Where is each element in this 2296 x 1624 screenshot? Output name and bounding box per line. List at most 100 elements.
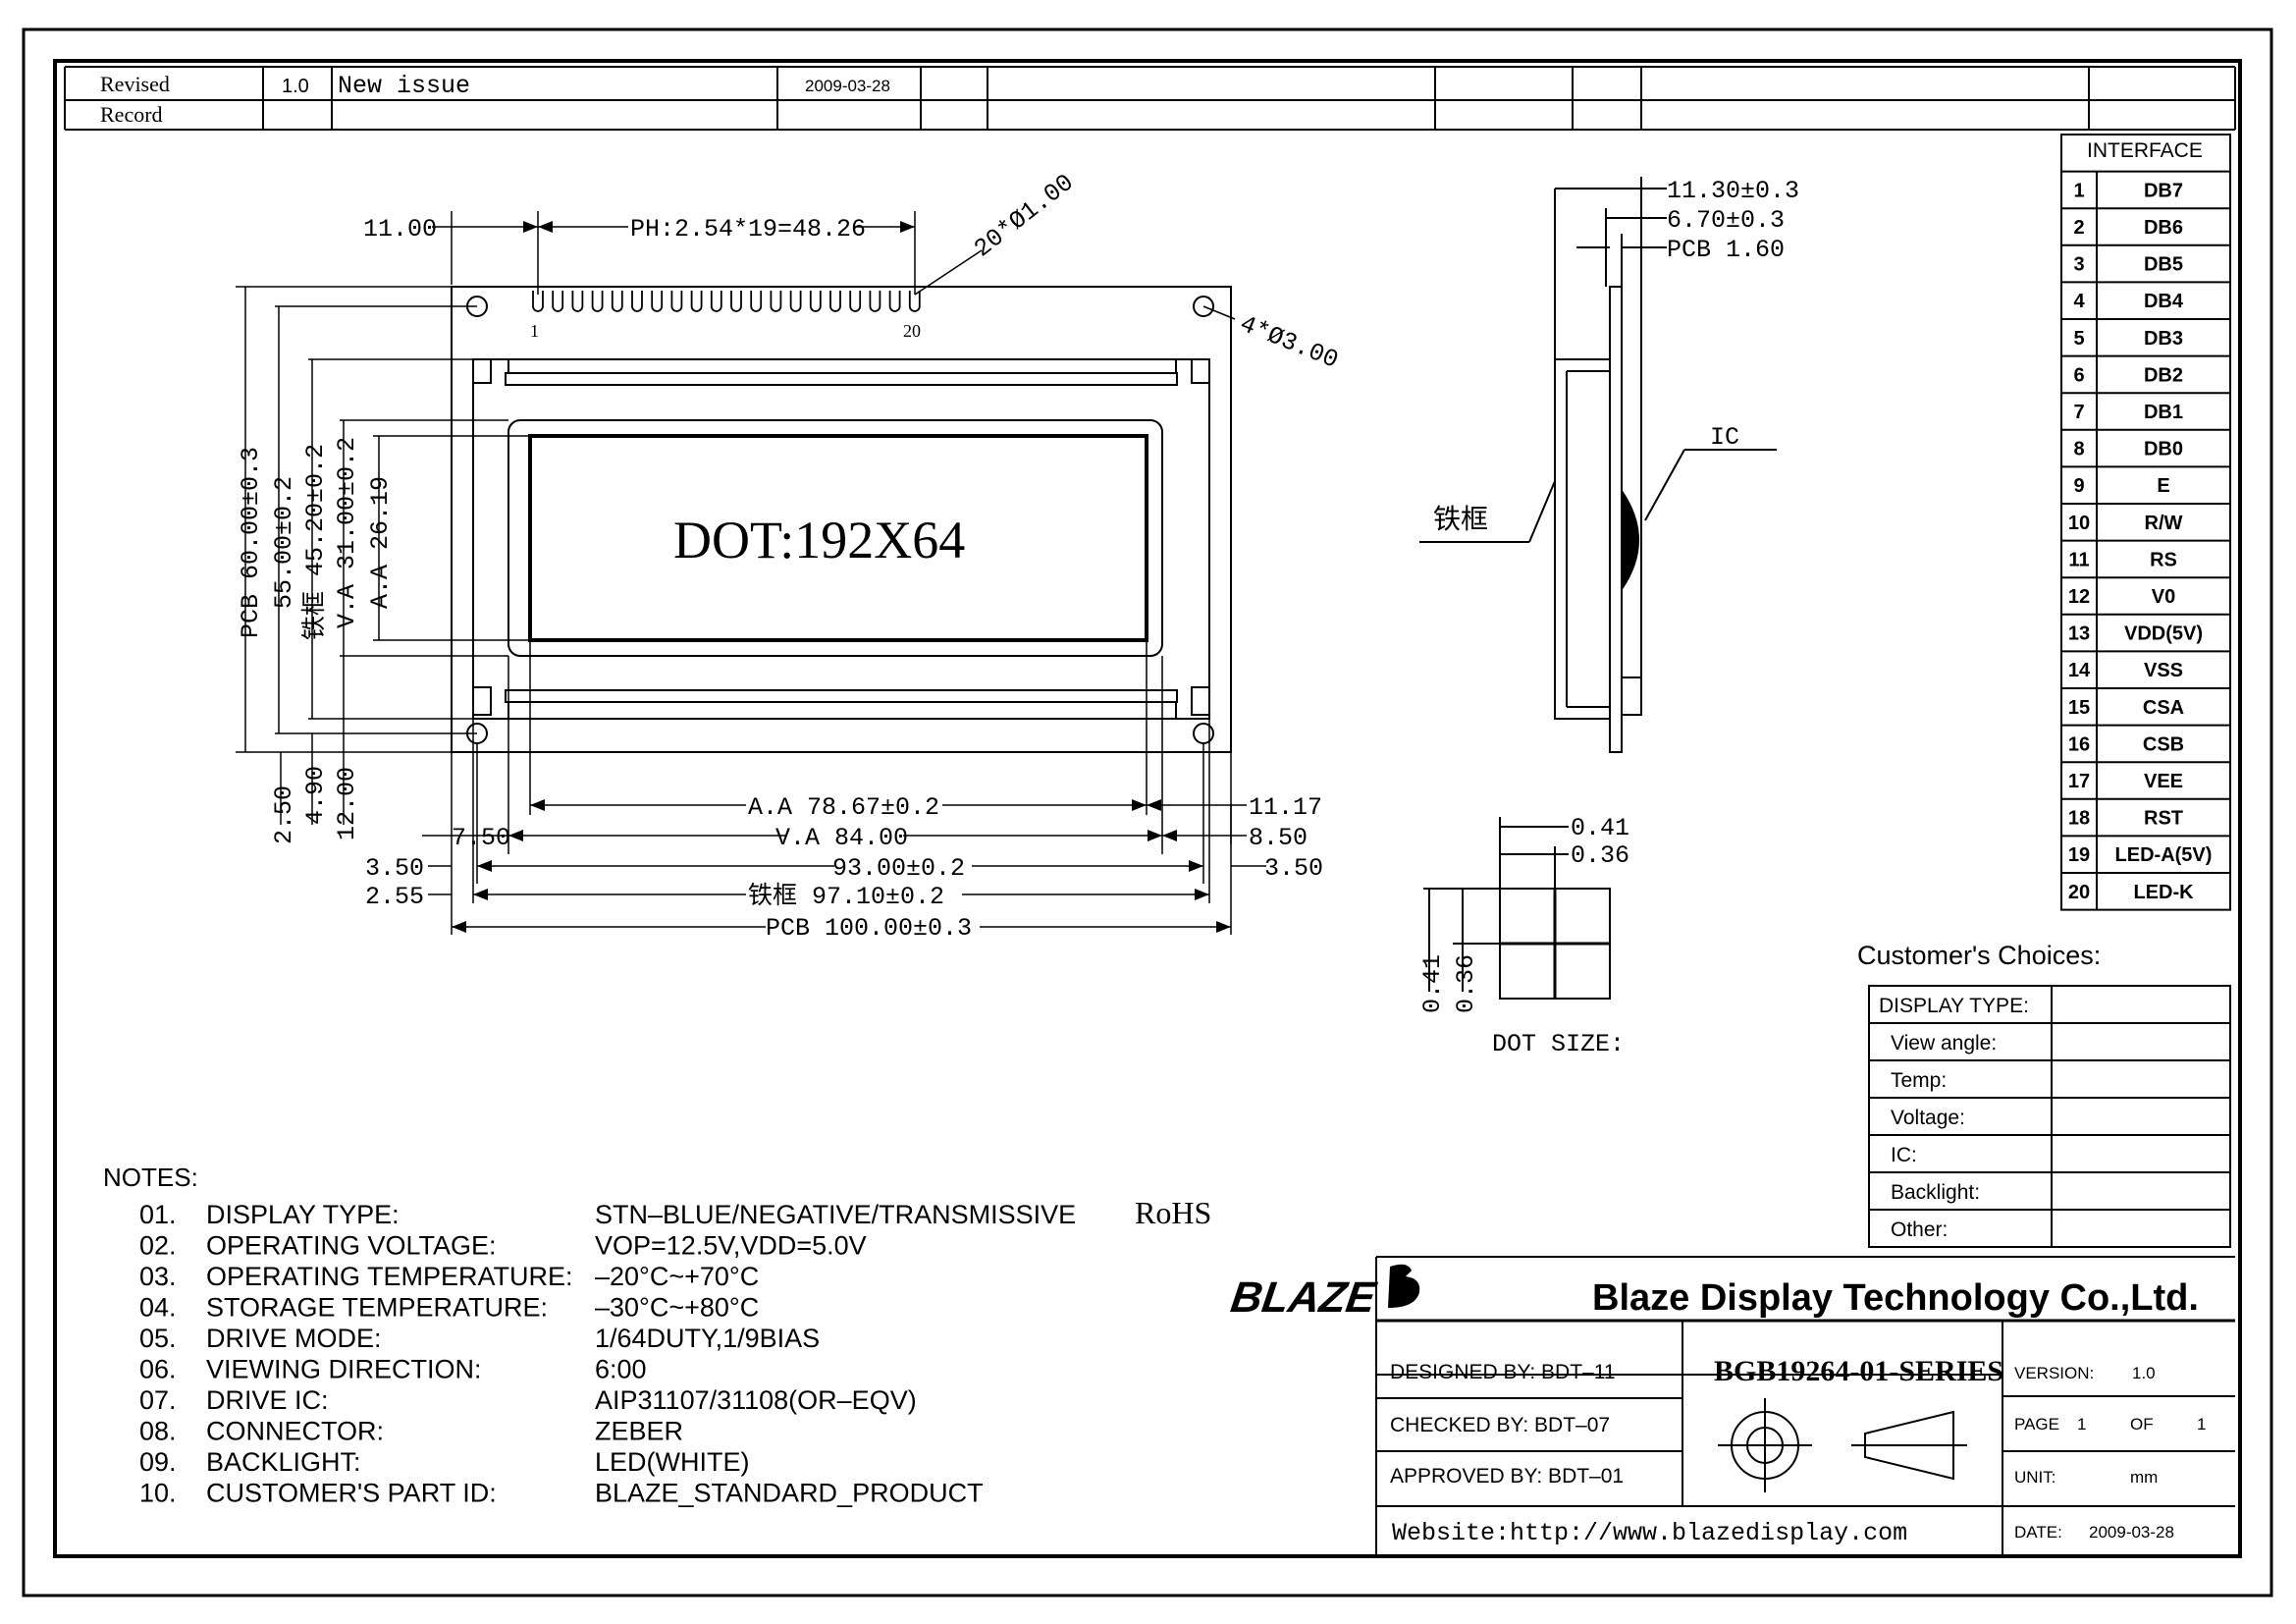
dim-93: 93.00±0.2 (832, 854, 965, 883)
dim-55: 55.00±0.2 (270, 476, 298, 609)
pin-number: 15 (2068, 697, 2090, 719)
pin-number: 5 (2073, 328, 2084, 350)
revision-version: 1.0 (282, 76, 309, 97)
revision-date: 2009-03-28 (805, 77, 890, 95)
front-top-dims (432, 211, 1236, 320)
pin-12 (750, 291, 763, 312)
dim-frame-width: 铁框 97.10±0.2 (748, 882, 944, 911)
logo-text: BLAZE (1228, 1273, 1380, 1322)
revision-description: New issue (338, 72, 470, 100)
note-number: 09. (139, 1447, 177, 1477)
note-label: BACKLIGHT: (206, 1447, 361, 1477)
dim-mount-holes: 4*Ø3.00 (1236, 310, 1342, 375)
dot-dim-h2: 0.36 (1571, 841, 1629, 870)
dim-pcb-height: PCB 60.00±0.3 (237, 447, 265, 638)
pin-3 (571, 291, 584, 312)
notes-list: 01. DISPLAY TYPE: STN–BLUE/NEGATIVE/TRANSM… (139, 1200, 1076, 1508)
rohs-mark: RoHS (1135, 1195, 1211, 1230)
note-value: LED(WHITE) (595, 1447, 750, 1477)
outer-border (22, 27, 2273, 1597)
checked-by: CHECKED BY: BDT–07 (1390, 1414, 1610, 1436)
dim-va-height: V.A 31.00±0.2 (333, 437, 361, 628)
dim-8-50: 8.50 (1249, 824, 1308, 852)
note-value: 1/64DUTY,1/9BIAS (595, 1324, 820, 1353)
dim-11-17: 11.17 (1249, 793, 1322, 822)
blaze-logo: BLAZE (1228, 1264, 1420, 1322)
note-number: 02. (139, 1231, 177, 1261)
side-dim-pcb: PCB 1.60 (1667, 236, 1785, 264)
pin-number: 16 (2068, 733, 2090, 755)
note-value: BLAZE_STANDARD_PRODUCT (595, 1479, 984, 1508)
pin-signal: VDD(5V) (2124, 623, 2203, 645)
dim-aa-height: A.A 26.19 (366, 476, 395, 609)
pin-signal: RST (2144, 808, 2183, 830)
note-value: STN–BLUE/NEGATIVE/TRANSMISSIVE (595, 1200, 1076, 1229)
pin-number: 6 (2073, 364, 2084, 386)
page-value: 1 (2077, 1415, 2086, 1434)
pin-14 (789, 291, 802, 312)
note-value: AIP31107/31108(OR–EQV) (595, 1385, 917, 1415)
mount-hole-br (1193, 723, 1214, 744)
pin-7 (651, 291, 664, 312)
pin-13 (770, 291, 782, 312)
pin-number: 11 (2068, 549, 2089, 570)
pin-number: 10 (2068, 513, 2090, 534)
note-number: 01. (139, 1200, 177, 1229)
notes-title: NOTES: (103, 1163, 198, 1192)
choice-row-label: DISPLAY TYPE: (1879, 995, 2029, 1017)
date-value: 2009-03-28 (2089, 1523, 2174, 1542)
choice-row-label: Other: (1891, 1218, 1948, 1241)
pin-last-label: 20 (903, 321, 921, 341)
pin-signal: DB5 (2144, 254, 2183, 276)
pin-number: 7 (2073, 402, 2084, 423)
note-label: VIEWING DIRECTION: (206, 1355, 482, 1384)
pin-signal: VSS (2144, 660, 2183, 681)
note-value: –30°C~+80°C (595, 1293, 759, 1323)
side-label-frame: 铁框 (1433, 504, 1488, 534)
note-label: DISPLAY TYPE: (206, 1200, 400, 1229)
unit-value: mm (2130, 1468, 2158, 1487)
pin-number: 17 (2068, 771, 2090, 792)
choice-row-label: Temp: (1891, 1069, 1947, 1092)
front-view (451, 286, 1232, 753)
note-number: 05. (139, 1324, 177, 1353)
side-connector (1621, 677, 1642, 716)
note-label: OPERATING VOLTAGE: (206, 1231, 497, 1261)
dot-dim-v1: 0.41 (1418, 954, 1447, 1013)
pin-signal: LED-A(5V) (2115, 844, 2213, 866)
revision-record (64, 66, 2236, 131)
approved-by: APPROVED BY: BDT–01 (1390, 1465, 1624, 1488)
page-total: 1 (2197, 1415, 2206, 1434)
pin-signal: CSA (2143, 697, 2184, 719)
pin-18 (869, 291, 881, 312)
pin-signal: DB2 (2144, 364, 2183, 386)
pcb-outline (451, 286, 1232, 753)
active-area (528, 434, 1148, 642)
note-label: DRIVE MODE: (206, 1324, 382, 1353)
side-pcb (1609, 286, 1623, 753)
page-label: PAGE (2014, 1415, 2059, 1434)
mount-hole-tr (1193, 296, 1214, 317)
pin-signal: DB6 (2144, 217, 2183, 239)
choice-row-label: Voltage: (1891, 1107, 1965, 1129)
note-label: CONNECTOR: (206, 1417, 384, 1446)
pin-signal: V0 (2152, 586, 2175, 608)
pin-8 (670, 291, 683, 312)
page-of: OF (2130, 1415, 2154, 1434)
front-bottom-dims (422, 640, 1266, 935)
pin-number: 13 (2068, 623, 2090, 645)
pin-signal: DB4 (2144, 291, 2184, 312)
pin-9 (690, 291, 703, 312)
note-number: 10. (139, 1479, 177, 1508)
viewing-area (507, 419, 1163, 657)
note-value: –20°C~+70°C (595, 1262, 759, 1291)
dot-dim-v2: 0.36 (1452, 954, 1480, 1013)
version-label: VERSION: (2014, 1364, 2094, 1382)
note-number: 06. (139, 1355, 177, 1384)
note-label: OPERATING TEMPERATURE: (206, 1262, 573, 1291)
dim-2-50: 2.50 (270, 785, 298, 844)
pin-16 (829, 291, 841, 312)
dot-size-detail (1423, 817, 1611, 1000)
